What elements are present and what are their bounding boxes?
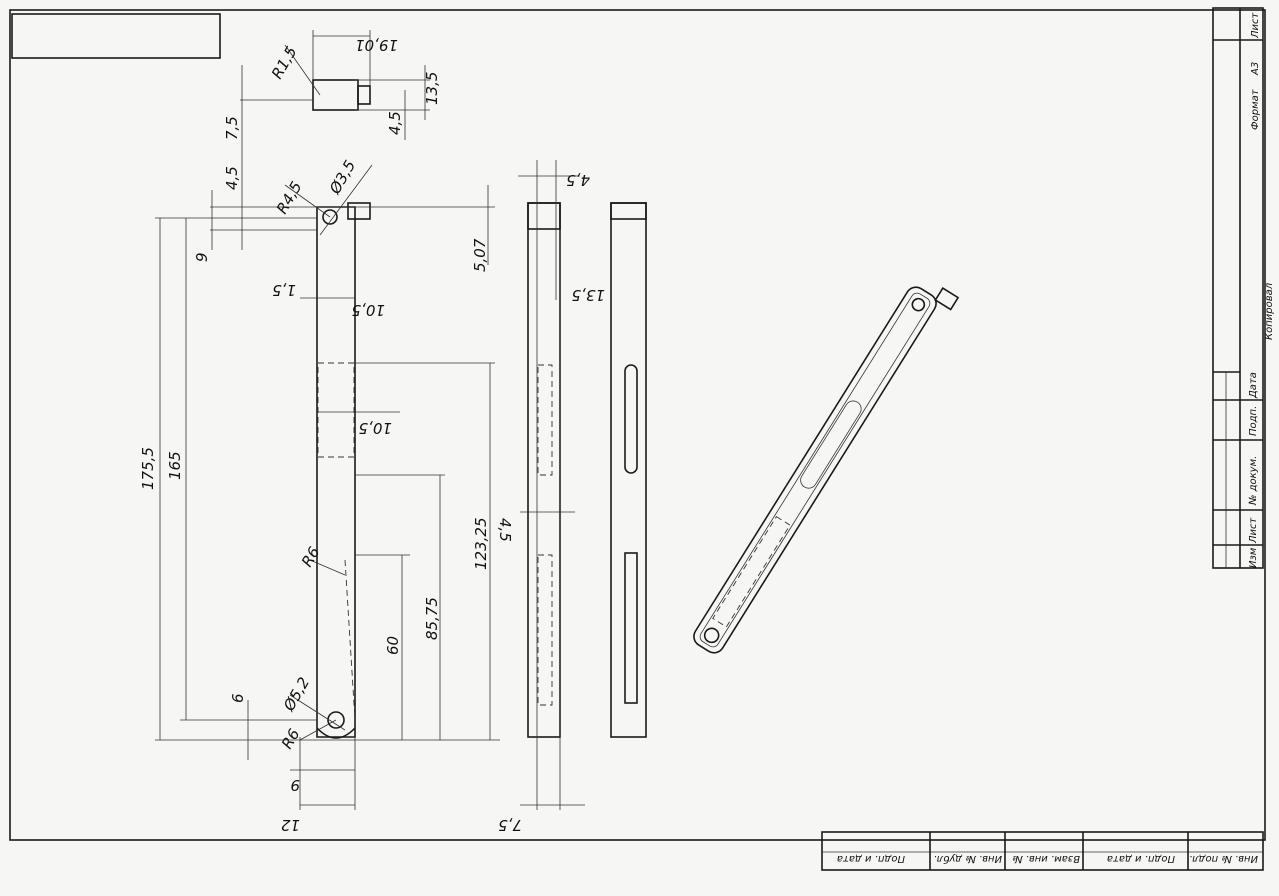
title-block: Лист А3 Формат Копировал Изм Лист № доку…: [1212, 7, 1275, 569]
dim-head-slot: 4,5: [386, 111, 404, 135]
isometric-view: [693, 286, 960, 654]
dim-side-width: 7,5: [498, 816, 522, 834]
dim-slot-top: 123,25: [472, 518, 490, 571]
dim-bar-width-mid: 10,5: [359, 419, 392, 437]
copied-label: Копировал: [1264, 282, 1275, 340]
dim-head-offset: 7,5: [223, 116, 241, 140]
front-dimension-lines: [155, 30, 500, 810]
dim-slot-mid: 85,75: [423, 597, 441, 640]
dim-top-offset: 4,5: [223, 166, 241, 190]
dim-slot-radius: R6: [298, 544, 324, 570]
col-date: Дата: [1248, 372, 1259, 399]
dim-side-slot-mid: 4,5: [496, 518, 514, 542]
format-label: Формат: [1250, 88, 1261, 130]
col-sign: Подп.: [1248, 406, 1259, 436]
dim-bottom-offset: 6: [229, 693, 247, 703]
dim-top-height: 5,07: [471, 238, 489, 272]
dim-head-width: 19,01: [355, 36, 398, 54]
dim-head-height: 13,5: [423, 72, 441, 105]
dim-top-hole: Ø3,5: [325, 157, 359, 198]
corner-stamp-box: [11, 13, 221, 59]
strip-inv-dubl: Инв. № дубл.: [934, 853, 1002, 865]
format-value: А3: [1250, 62, 1261, 76]
col-izm: Изм: [1248, 547, 1259, 568]
dim-side-height: 13,5: [572, 286, 605, 304]
strip-inv-podl: Инв. № подл.: [1189, 853, 1258, 864]
dim-top-radius: R4,5: [273, 178, 306, 217]
dim-wall: 1,5: [272, 281, 296, 299]
dimension-labels: 19,01 13,5 4,5 R1,5 7,5 4,5 R4,5 Ø3,5 4,…: [139, 36, 605, 834]
dim-bottom-hole: Ø5,2: [279, 674, 313, 715]
dim-bottom-width-inner: 9: [290, 776, 300, 794]
sheet-label: Лист: [1250, 11, 1261, 39]
col-docnum: № докум.: [1248, 456, 1259, 506]
dim-slot-length: 60: [384, 636, 402, 655]
dim-hole-spacing: 165: [166, 451, 184, 480]
side-view-2: [610, 202, 647, 738]
dim-top-hole-offset: 9: [193, 252, 211, 262]
dim-bar-width-top: 10,5: [352, 301, 385, 319]
dim-overall-length: 175,5: [139, 447, 157, 490]
dim-head-radius: R1,5: [268, 43, 301, 82]
side-view-1: [518, 160, 585, 810]
strip-vzam-inv: Взам. инв. №: [1012, 853, 1080, 864]
strip-podp-data-2: Подп. и дата: [837, 853, 905, 864]
sheet-frame: [9, 9, 1266, 841]
col-list: Лист: [1248, 516, 1259, 544]
side-strip: Инв. № подл. Подп. и дата Взам. инв. № И…: [821, 831, 1264, 871]
strip-podp-data-1: Подп. и дата: [1107, 853, 1175, 864]
dim-side-slot-width: 4,5: [566, 171, 590, 189]
dim-bottom-width: 12: [281, 816, 300, 834]
